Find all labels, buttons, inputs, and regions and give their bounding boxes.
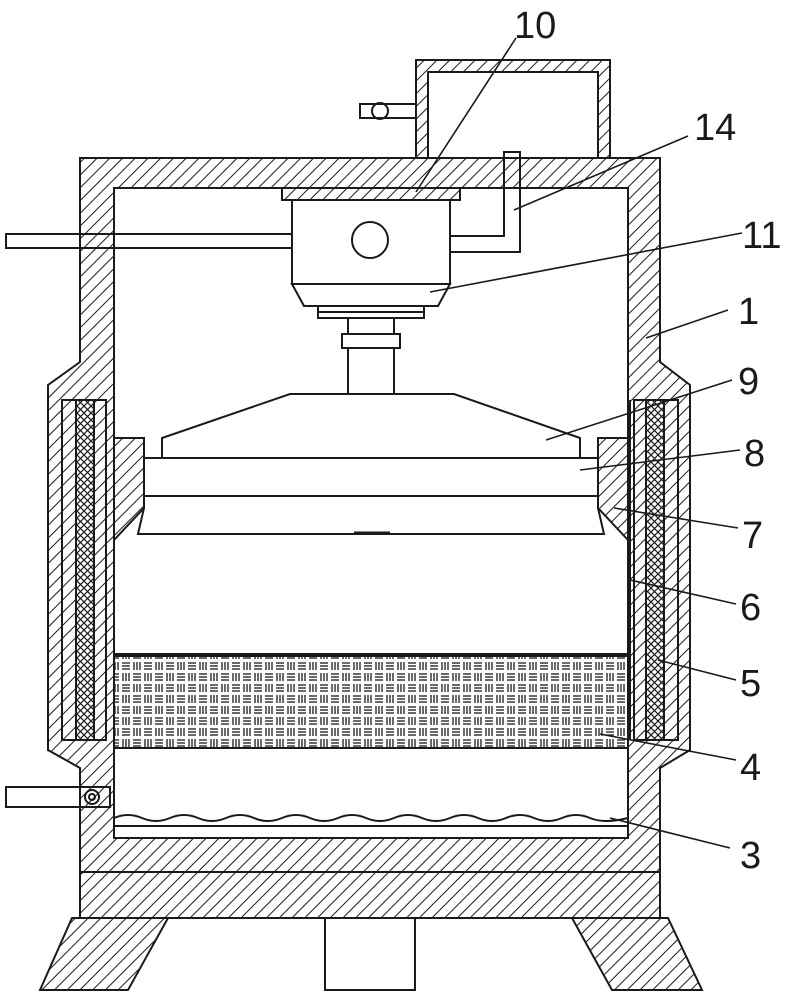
leader-9 (545, 379, 733, 441)
top-valve-knob (371, 102, 389, 120)
motor-tapered-base (290, 283, 452, 307)
shaft-lower (347, 347, 395, 395)
bottom-tray-wave (113, 814, 629, 822)
shaft-collar (341, 333, 401, 349)
label-11: 11 (742, 215, 781, 257)
leader-11 (429, 232, 743, 293)
filter-layer-4 (113, 653, 629, 749)
motor-mount-plate (281, 187, 461, 201)
press-plate-8 (143, 457, 599, 497)
bottom-outlet (324, 917, 416, 991)
leader-5 (657, 659, 737, 681)
housing-wall (47, 157, 691, 873)
label-3: 3 (740, 835, 761, 877)
label-9: 9 (738, 361, 759, 403)
label-10: 10 (514, 5, 556, 47)
left-outlet-valve (84, 789, 100, 805)
top-box (415, 59, 611, 159)
left-outlet-valve-core (88, 793, 96, 801)
press-head-cover (161, 393, 581, 459)
label-4: 4 (740, 747, 761, 789)
left-mesh-layer (75, 399, 95, 741)
top-box-valve-pipe (359, 103, 417, 119)
leader-6 (629, 579, 737, 605)
left-jacket-inner (93, 399, 107, 741)
pipe-part-14 (449, 151, 521, 253)
leader-10 (415, 37, 517, 193)
leader-3 (609, 817, 731, 849)
leader-14 (513, 135, 689, 211)
leader-lines (415, 37, 743, 849)
label-7: 7 (742, 515, 763, 557)
leader-8 (579, 449, 741, 471)
leader-1 (645, 309, 729, 339)
right-mesh-layer (645, 399, 665, 741)
part-labels: 10 14 11 1 9 8 7 6 5 4 3 (514, 5, 781, 877)
label-1: 1 (738, 291, 759, 333)
leader-7 (613, 507, 739, 529)
left-guide-block (113, 437, 145, 543)
motor-housing (291, 199, 451, 285)
right-guide-block (597, 437, 629, 543)
label-6: 6 (740, 587, 761, 629)
label-5: 5 (740, 663, 761, 705)
press-head-skirt (136, 495, 606, 535)
leader-4 (599, 733, 737, 761)
left-outlet-pipe (5, 786, 111, 808)
shaft-upper (347, 317, 395, 335)
base-plate (79, 871, 661, 919)
right-leg (570, 917, 704, 991)
label-8: 8 (744, 433, 765, 475)
left-rod (5, 233, 293, 249)
motor-indicator (351, 221, 389, 259)
label-14: 14 (694, 107, 736, 149)
left-leg (38, 917, 170, 991)
